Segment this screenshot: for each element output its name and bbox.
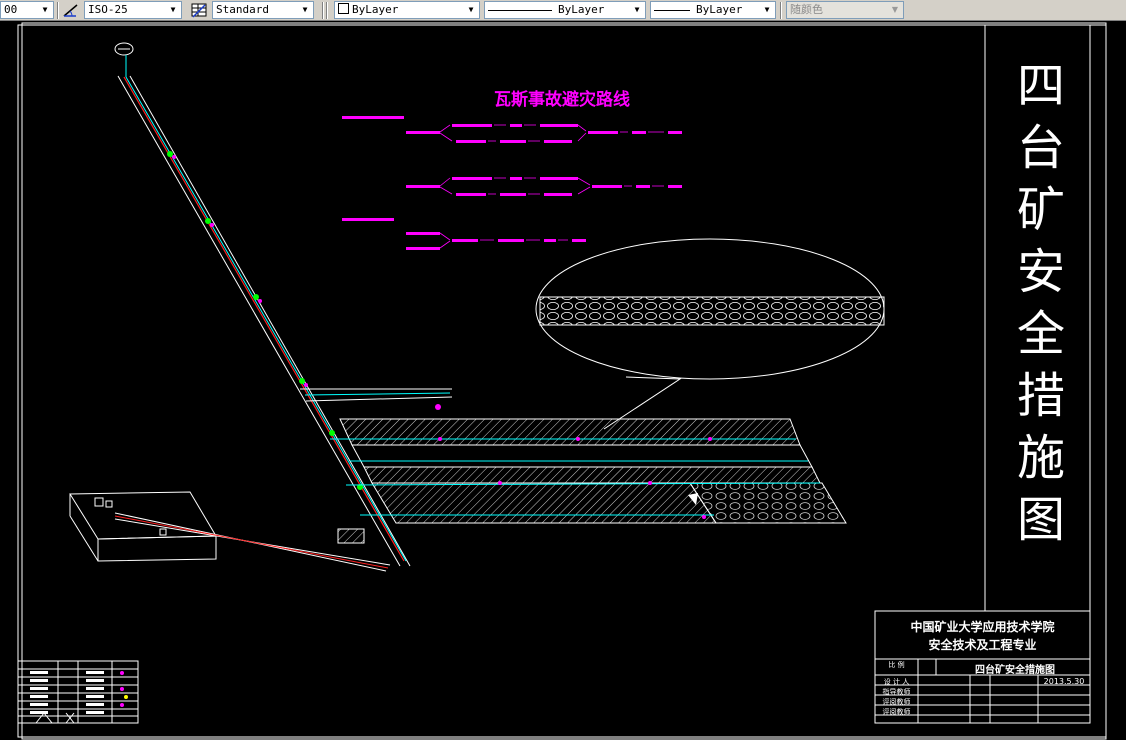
vertical-title-char: 四 [1016, 58, 1065, 114]
chevron-down-icon: ▼ [302, 5, 308, 14]
tablestyle-dropdown[interactable]: Standard ▼ [212, 1, 314, 19]
drawing-svg [17, 22, 1107, 740]
chevron-down-icon: ▼ [634, 5, 640, 14]
vertical-title-char: 矿 [1016, 182, 1065, 238]
row-label-scale: 比 例 [888, 661, 905, 669]
lineweight-dropdown[interactable]: ByLayer ▼ [650, 1, 776, 19]
plotstyle-value: 随颜色 [790, 3, 823, 16]
properties-toolbar: 00 ▼ ISO-25 ▼ Standard ▼ ByLayer ▼ ByLay… [0, 0, 1126, 21]
toolbar-separator [326, 2, 328, 19]
color-swatch-icon [338, 3, 349, 14]
title-block-frame [874, 610, 1091, 724]
lineweight-value: ByLayer [696, 3, 743, 16]
inclined-shaft [117, 75, 411, 567]
color-dropdown[interactable]: ByLayer ▼ [334, 1, 480, 19]
toolbar-separator [780, 2, 782, 19]
row-label-advisor: 指导教师 [882, 688, 911, 696]
linetype-value: ByLayer [558, 3, 605, 16]
drawing-date: 2013.5.30 [1043, 677, 1085, 686]
dimstyle-icon [63, 4, 78, 17]
goaf-area [689, 482, 847, 524]
shaft-head-symbol [114, 42, 134, 56]
layer-value: 00 [4, 3, 18, 16]
upper-roadway [300, 388, 453, 410]
chevron-down-icon: ▼ [891, 5, 899, 14]
plotstyle-dropdown: 随颜色 ▼ [786, 1, 904, 19]
toolbar-separator [322, 2, 324, 19]
linetype-dropdown[interactable]: ByLayer ▼ [484, 1, 646, 19]
vertical-title-char: 安 [1016, 244, 1065, 300]
working-face-3 [371, 482, 717, 524]
route-title: 瓦斯事故避灾路线 [494, 90, 630, 110]
vertical-title-char: 措 [1016, 368, 1065, 424]
chevron-down-icon: ▼ [468, 5, 474, 14]
chevron-down-icon: ▼ [764, 5, 770, 14]
linetype-preview [488, 9, 552, 11]
working-face-1 [339, 418, 801, 446]
toolbar-separator [57, 2, 59, 19]
chevron-down-icon: ▼ [170, 5, 176, 14]
layer-dropdown[interactable]: 00 ▼ [0, 1, 54, 19]
vertical-title: 四台矿安全措施图 [1008, 55, 1074, 551]
vertical-title-chars: 四台矿安全措施图 [1008, 55, 1074, 551]
tablestyle-value: Standard [216, 3, 269, 16]
drawing-outer-frame [21, 22, 1107, 740]
shaft-markers [167, 151, 363, 490]
vertical-title-char: 全 [1016, 306, 1065, 362]
department-name: 安全技术及工程专业 [928, 638, 1037, 652]
drawing-name: 四台矿安全措施图 [975, 665, 1055, 676]
row-label-designer: 设 计 人 [883, 678, 910, 686]
working-face-2 [363, 466, 821, 484]
color-value: ByLayer [352, 3, 399, 16]
row-label-reviewer-2: 评阅教师 [882, 708, 911, 716]
tablestyle-icon [191, 3, 207, 18]
escape-route-diagram [342, 116, 682, 250]
chevron-down-icon: ▼ [42, 5, 48, 14]
vertical-title-char: 施 [1016, 430, 1065, 486]
surface-roadway [114, 512, 391, 572]
dimstyle-value: ISO-25 [88, 3, 128, 16]
row-label-reviewer: 评阅教师 [882, 698, 911, 706]
vertical-title-char: 台 [1016, 120, 1065, 176]
vertical-title-char: 图 [1016, 492, 1065, 548]
roadway-lines [330, 438, 821, 516]
institution-name: 中国矿业大学应用技术学院 [910, 620, 1055, 634]
dimstyle-dropdown[interactable]: ISO-25 ▼ [84, 1, 182, 19]
lineweight-preview [654, 9, 690, 11]
legend-table [17, 660, 139, 724]
drawing-canvas[interactable]: 四台矿安全措施图 瓦斯事故避灾路线 中国矿业大学应用技术学院 安全技术及工程专业… [0, 21, 1126, 740]
